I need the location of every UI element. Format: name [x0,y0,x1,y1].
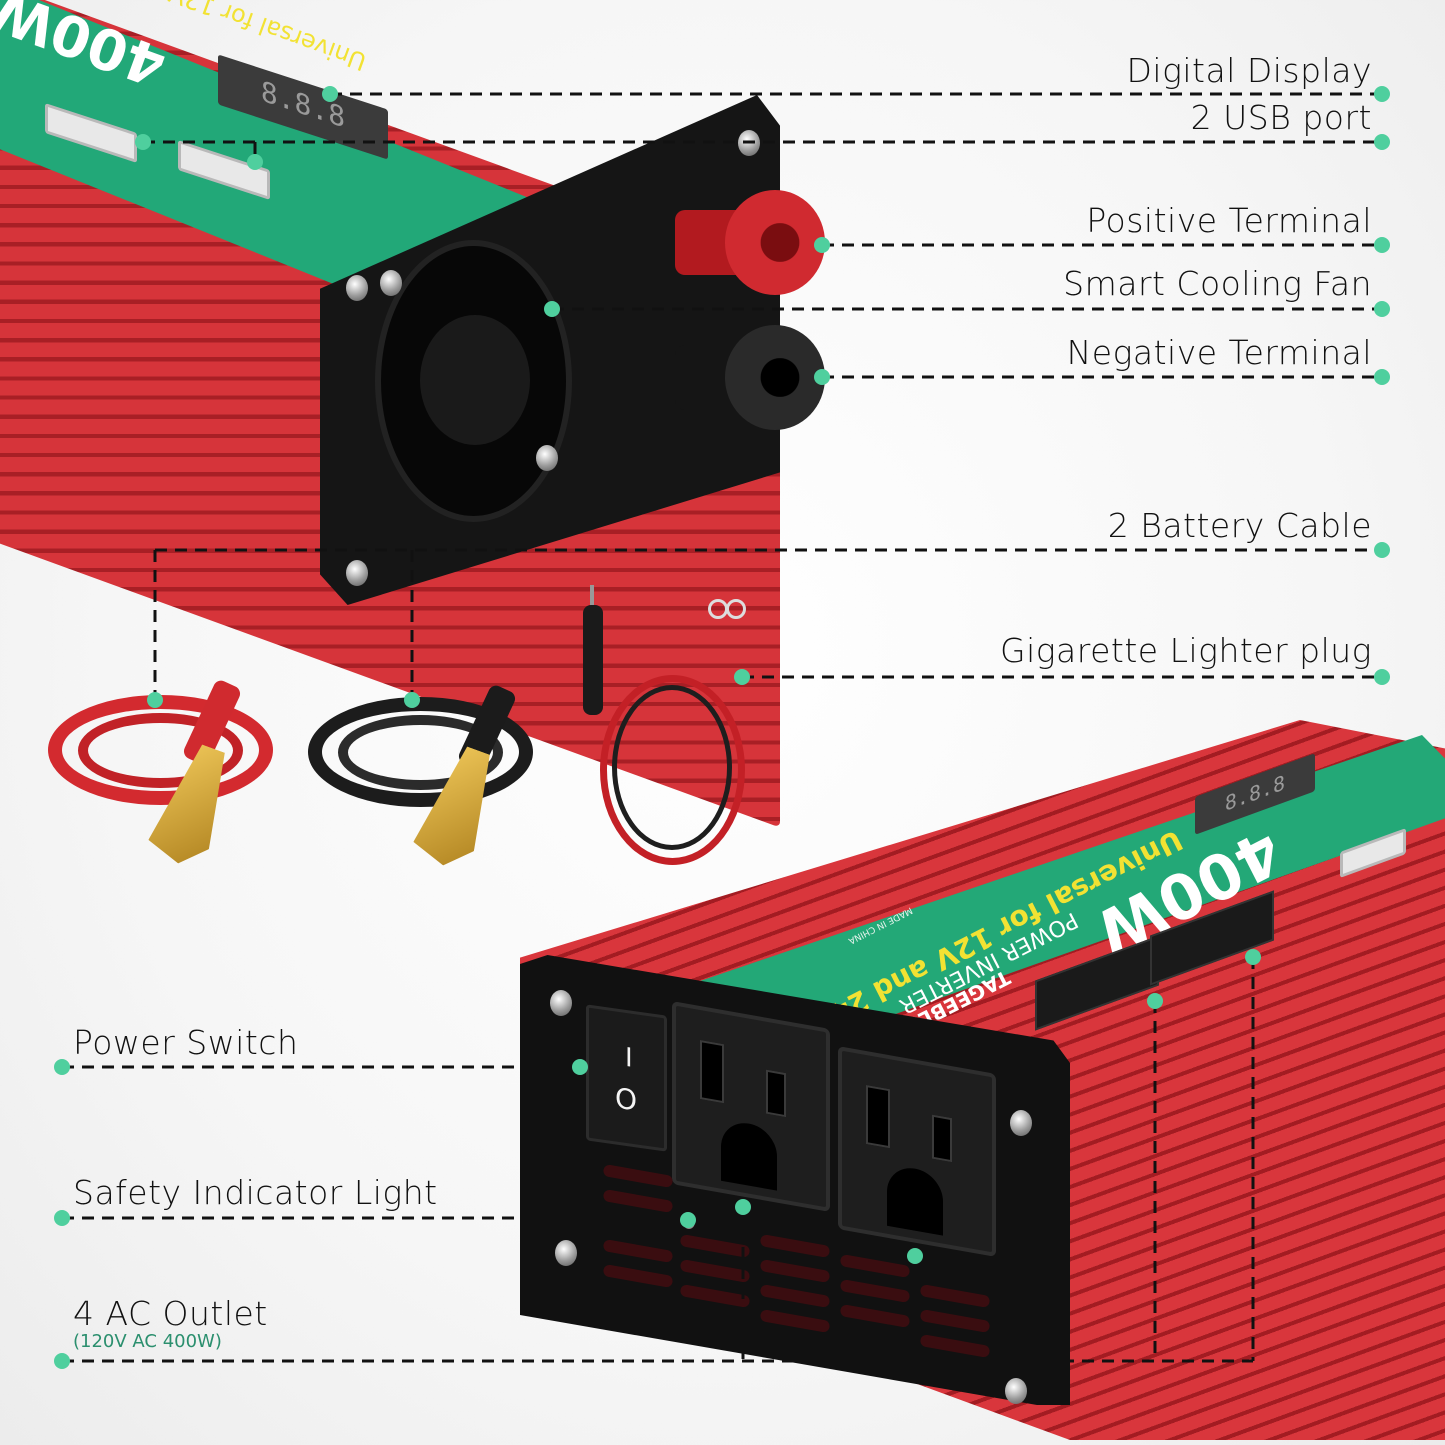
callout-dot [247,154,263,170]
screw-icon [1010,1110,1032,1136]
callout-dot [404,692,420,708]
power-switch-button[interactable]: I O [586,1004,667,1152]
screw-icon [738,130,760,156]
callout-dot [1374,86,1390,102]
label-indicator-light: Safety Indicator Light [73,1173,438,1212]
callout-dot [680,1212,696,1228]
label-ac-outlet: 4 AC Outlet [73,1294,268,1333]
switch-off-mark: O [615,1081,638,1118]
label-positive-terminal: Positive Terminal [1086,201,1372,240]
callout-dot [54,1059,70,1075]
switch-on-mark: I [625,1042,633,1074]
callout-dot [814,237,830,253]
lighter-plug-icon [583,605,603,715]
callout-dot [1374,369,1390,385]
fan-hub [420,315,530,445]
label-negative-terminal: Negative Terminal [1066,333,1372,372]
callout-dot [544,301,560,317]
label-battery-cable: 2 Battery Cable [1107,506,1372,545]
callout-dot [54,1353,70,1369]
callout-dot [135,134,151,150]
screw-icon [555,1240,577,1266]
label-cooling-fan: Smart Cooling Fan [1063,264,1372,303]
screw-icon [380,270,402,296]
positive-terminal-icon [665,185,825,305]
callout-dot [54,1210,70,1226]
callout-dot [1374,134,1390,150]
label-digital-display: Digital Display [1126,51,1372,90]
callout-dot [734,669,750,685]
callout-dot [814,369,830,385]
red-battery-cable [48,678,273,805]
label-ac-outlet-spec: (120V AC 400W) [73,1331,222,1352]
callout-dot [1374,542,1390,558]
callout-dot [735,1199,751,1215]
front-ac-outlet-1 [672,1001,830,1212]
callout-dot [1374,237,1390,253]
callout-dot [1374,669,1390,685]
callout-dot [572,1059,588,1075]
label-lighter-plug: Gigarette Lighter plug [1000,631,1372,670]
front-ac-outlet-2 [838,1046,996,1257]
negative-terminal-icon [665,320,825,440]
screw-icon [346,560,368,586]
callout-dot [1374,301,1390,317]
screw-icon [536,445,558,471]
label-usb-port: 2 USB port [1190,98,1372,137]
label-power-switch: Power Switch [73,1023,299,1062]
screw-icon [550,990,572,1016]
callout-dot [907,1248,923,1264]
screw-icon [346,275,368,301]
callout-dot [1147,993,1163,1009]
black-battery-cable [308,683,533,807]
cigarette-lighter-cable [580,585,760,865]
callout-dot [322,86,338,102]
callout-dot [1245,949,1261,965]
screw-icon [1005,1378,1027,1404]
callout-dot [147,692,163,708]
